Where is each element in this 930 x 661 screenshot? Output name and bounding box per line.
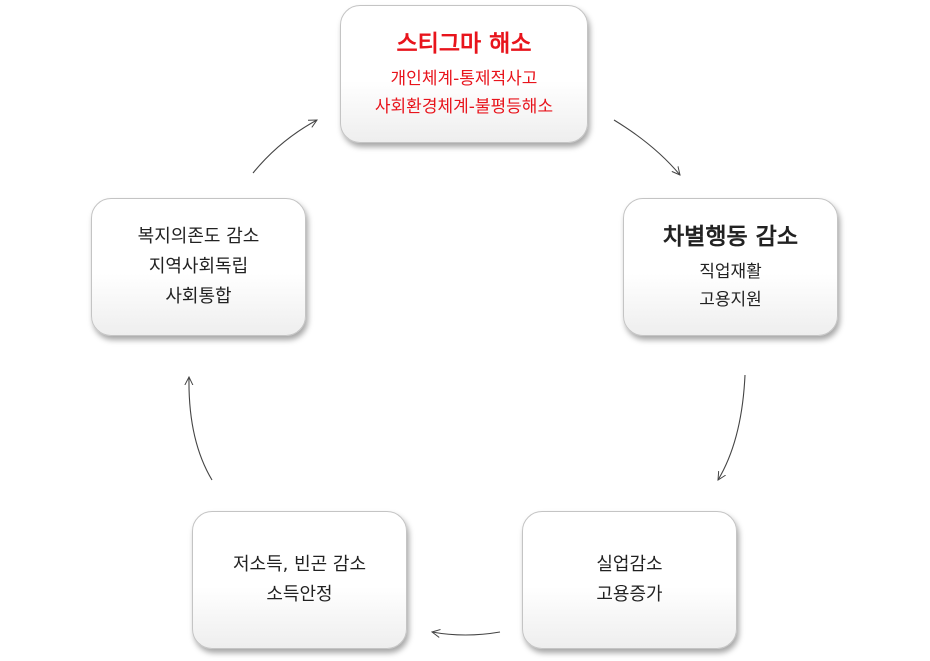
arrow-stigma-to-discrimination: [613, 119, 680, 175]
arrow-poverty-to-welfare: [189, 377, 213, 481]
node-line: 사회통합: [165, 286, 232, 307]
node-poverty-reduction: 저소득, 빈곤 감소 소득안정: [192, 511, 407, 649]
node-line: 개인체계-통제적사고: [390, 69, 538, 89]
node-unemployment-reduction: 실업감소 고용증가: [522, 511, 737, 649]
node-line: 저소득, 빈곤 감소: [232, 554, 367, 575]
node-line: 고용지원: [699, 290, 762, 310]
node-line: 직업재활: [699, 262, 762, 282]
node-title: 스티그마 해소: [396, 31, 532, 57]
node-line: 고용증가: [596, 584, 663, 605]
node-line: 사회환경체계-불평등해소: [374, 97, 554, 117]
node-stigma-resolution: 스티그마 해소 개인체계-통제적사고 사회환경체계-불평등해소: [340, 5, 588, 143]
node-line: 지역사회독립: [148, 256, 249, 277]
node-line: 실업감소: [596, 554, 663, 575]
node-line: 소득안정: [266, 584, 333, 605]
node-line: 복지의존도 감소: [137, 226, 260, 247]
arrow-unemployment-to-poverty: [432, 632, 501, 635]
node-title: 차별행동 감소: [663, 224, 798, 250]
node-discrimination-reduction: 차별행동 감소 직업재활 고용지원: [623, 198, 838, 336]
arrow-welfare-to-stigma: [252, 120, 317, 174]
arrow-discrimination-to-unemployment: [718, 374, 746, 480]
node-welfare-dependency-reduction: 복지의존도 감소 지역사회독립 사회통합: [91, 198, 306, 336]
